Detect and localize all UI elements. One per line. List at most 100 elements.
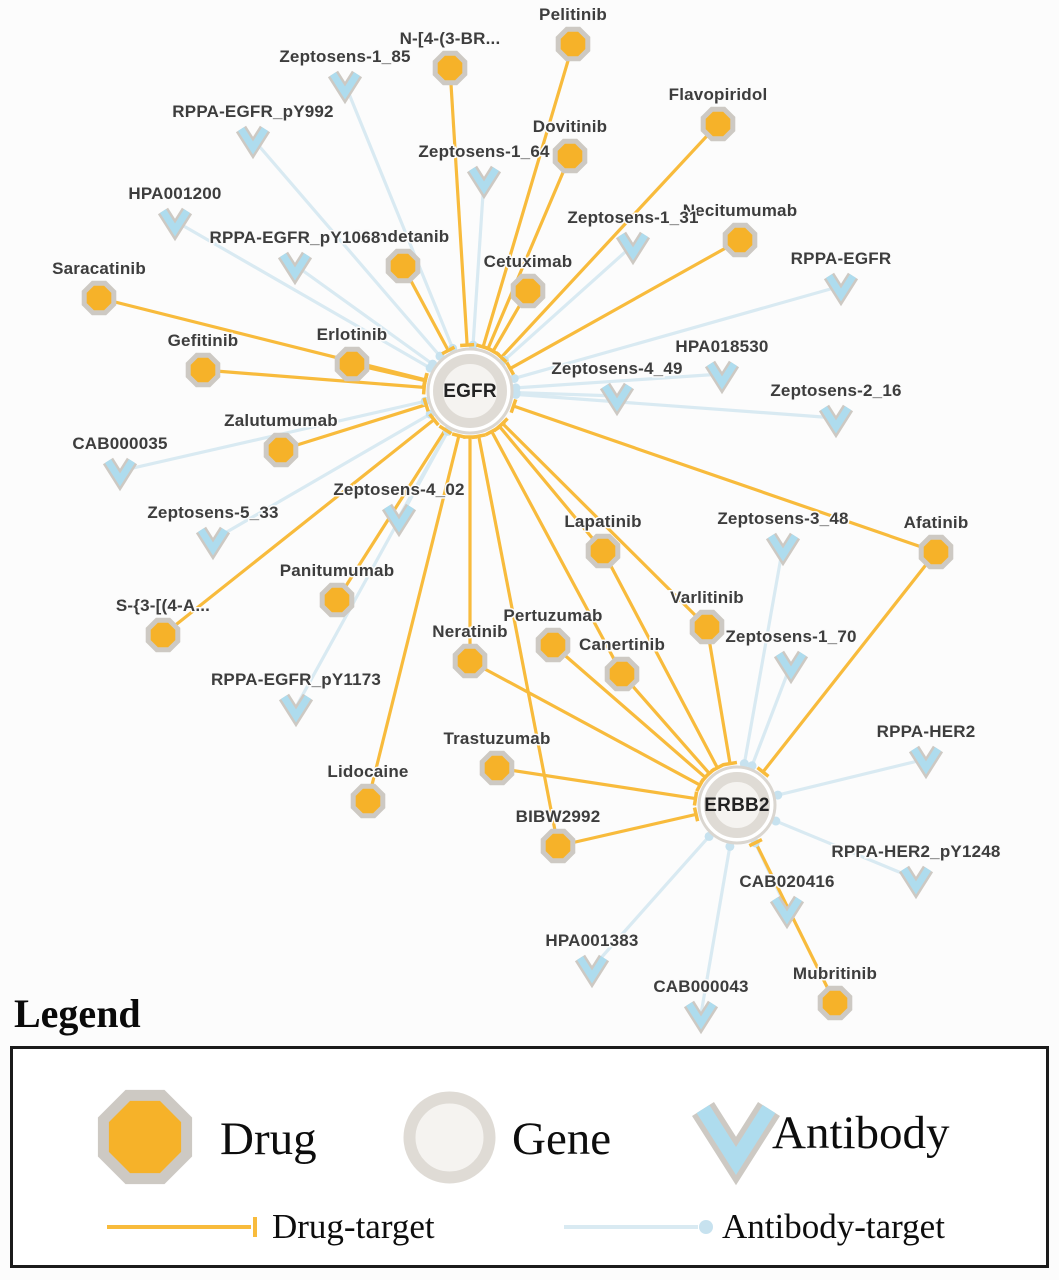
drug-icon [97,1089,193,1185]
node-label-RPPA-HER2: RPPA-HER2 [877,722,976,741]
drug-node-BIBW2992[interactable] [540,828,576,864]
drug-node-Lapatinib[interactable] [585,533,621,569]
node-label-Canertinib: Canertinib [579,635,665,654]
drug-target-tee-cap [699,771,712,784]
drug-target-icon [107,1217,257,1237]
drug-target-tee-cap [421,373,429,388]
node-label-Pertuzumab: Pertuzumab [503,606,602,625]
node-label-RPPA-EGFR_pY992: RPPA-EGFR_pY992 [172,102,333,121]
drug-node-Afatinib[interactable] [918,534,954,570]
legend-box: Drug Gene Antibody Drug-target Antibody-… [10,1046,1049,1268]
drug-node-Mubritinib[interactable] [817,985,853,1021]
drug-target-edge [486,155,572,350]
node-label-Zeptosens-4_02: Zeptosens-4_02 [333,480,464,499]
drug-node-S-{3-[(4-A...[interactable] [145,617,181,653]
drug-node-Lidocaine[interactable] [350,783,386,819]
node-label-Dovitinib: Dovitinib [533,117,608,136]
antibody-target-edge [294,430,450,708]
antibody-node-inner [901,867,931,895]
drug-node-N-[4-(3-BR...[interactable] [432,50,468,86]
node-label-S-{3-[(4-A...: S-{3-[(4-A... [116,596,210,615]
antibody-target-dot-cap [511,383,521,393]
label-layer: EGFRERBB2PelitinibN-[4-(3-BR...Dovitinib… [51,4,1002,998]
drug-node-Necitumumab[interactable] [722,222,758,258]
drug-target-edge [754,841,837,1004]
legend-drug-target-label: Drug-target [272,1207,435,1246]
drug-node-Dovitinib[interactable] [552,138,588,174]
drug-target-edge [551,643,707,779]
node-layer [81,26,954,1035]
legend-antibody-target-label: Antibody-target [722,1207,945,1246]
drug-target-edge [509,238,741,370]
gene-icon [403,1091,496,1184]
drug-node-Canertinib[interactable] [604,656,640,692]
drug-node-Erlotinib[interactable] [334,346,370,382]
node-label-Zeptosens-1_31: Zeptosens-1_31 [567,208,698,227]
antibody-node-inner [384,505,414,533]
drug-target-tee-cap [692,807,700,822]
drug-node-Saracatinib[interactable] [81,280,117,316]
antibody-node-inner [768,534,798,562]
antibody-target-edge [515,372,723,390]
node-label-Zeptosens-1_70: Zeptosens-1_70 [725,627,856,646]
antibody-node-inner [160,209,190,237]
drug-node-Cetuximab[interactable] [510,273,546,309]
node-label-CAB000035: CAB000035 [72,434,167,453]
drug-target-tee-cap [692,791,699,806]
drug-node-Pelitinib[interactable] [555,26,591,62]
antibody-node-inner [602,384,632,412]
drug-node-Neratinib[interactable] [452,643,488,679]
node-label-Cetuximab: Cetuximab [484,252,573,271]
node-label-RPPA-EGFR: RPPA-EGFR [791,249,892,268]
antibody-node-inner [238,127,268,155]
drug-target-tee-cap [471,433,486,440]
antibody-target-edge [471,178,486,346]
antibody-node-inner [826,274,856,302]
antibody-target-edge [515,392,837,420]
node-label-Pelitinib: Pelitinib [539,5,607,24]
antibody-icon-shape [696,1104,776,1175]
drug-target-edge [98,296,426,382]
drug-target-edge [469,659,701,787]
node-label-Zeptosens-1_85: Zeptosens-1_85 [279,47,410,66]
node-label-Neratinib: Neratinib [432,622,507,641]
drug-node-Flavopiridol[interactable] [700,106,736,142]
legend-antibody-label: Antibody [772,1107,950,1159]
drug-node-Trastuzumab[interactable] [479,750,515,786]
drug-target-tee-cap [441,345,456,356]
drug-node-Gefitinib[interactable] [185,352,221,388]
drug-target-edge [366,435,461,802]
antibody-node-inner [330,72,360,100]
drug-target-tee-cap [484,426,499,437]
node-label-Zalutumumab: Zalutumumab [224,411,338,430]
antibody-target-edge [503,243,635,362]
drug-target-tee-cap [486,346,501,357]
drug-node-Panitumumab[interactable] [319,582,355,618]
antibody-target-edge [294,263,434,366]
gene-node-ERBB2[interactable] [704,772,770,838]
antibody-target-edge [343,83,455,349]
legend-drug-label: Drug [220,1113,317,1165]
drug-target-edge [498,425,605,553]
drug-target-edge [490,430,624,675]
node-label-HPA018530: HPA018530 [675,337,768,356]
antibody-icon [692,1102,780,1186]
drug-node-Pertuzumab[interactable] [535,627,571,663]
antibody-target-edge [251,137,442,358]
antibody-target-edge [515,390,618,398]
network-canvas: EGFRERBB2PelitinibN-[4-(3-BR...Dovitinib… [51,4,1002,1035]
drug-target-edge [761,551,938,773]
node-label-Flavopiridol: Flavopiridol [669,85,768,104]
node-label-BIBW2992: BIBW2992 [516,807,601,826]
node-label-Zeptosens-1_64: Zeptosens-1_64 [418,142,550,161]
drug-target-edge [280,403,427,452]
gene-node-EGFR[interactable] [433,354,507,428]
antibody-node-inner [686,1002,716,1030]
node-label-N-[4-(3-BR...: N-[4-(3-BR... [400,29,501,48]
drug-node-Vandetanib[interactable] [385,248,421,284]
drug-target-tee-cap [428,413,440,427]
drug-target-edge [601,550,719,769]
drug-node-Varlitinib[interactable] [689,609,725,645]
drug-node-Zalutumumab[interactable] [263,432,299,468]
